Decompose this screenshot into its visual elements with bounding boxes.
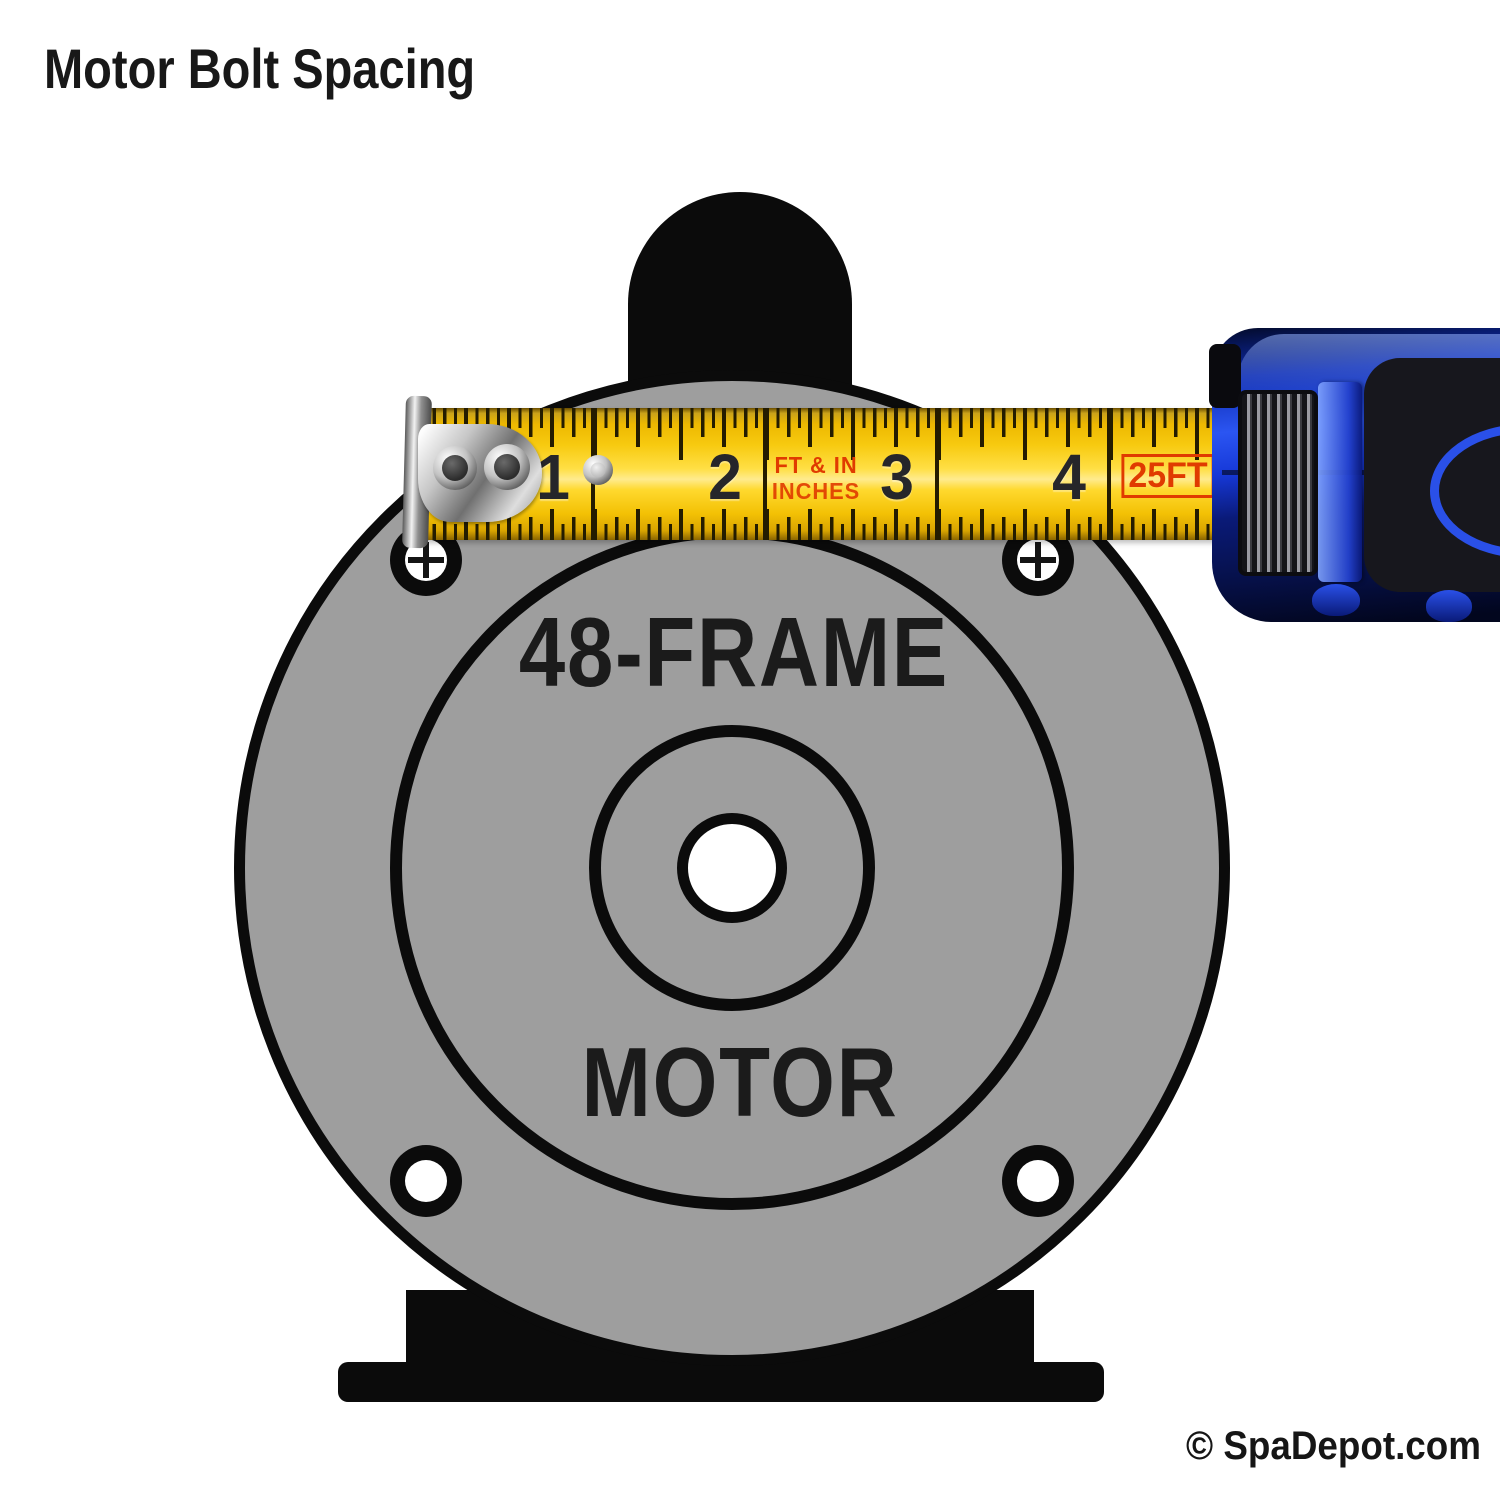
hook-rivet-icon [433,446,477,490]
bolt-hole-icon [405,1160,447,1202]
tape-unit-note-line1: FT & IN [774,452,858,478]
rivet-core [590,462,606,478]
tape-bottom-ticks-sixteenth [425,524,1220,540]
tape-number-3: 3 [880,441,914,513]
case-rubber-panel [1364,358,1500,592]
case-blue-clip [1318,382,1362,582]
tape-ticks-sixteenth-inch [425,408,1220,428]
blade-rivet-icon [583,455,613,485]
frame-size-label: 48-FRAME [518,597,950,707]
tape-number-4: 4 [1052,441,1086,513]
bolt-hole-bottom-right [1002,1145,1074,1217]
tape-unit-note-line2: INCHES [771,478,861,504]
tape-length-badge: 25FT [1121,454,1215,498]
bolt-hole-bottom-left [390,1145,462,1217]
tape-measure-blade: 1 2 3 4 FT & IN INCHES 25FT [425,408,1220,540]
hook-rivet-icon [484,444,530,490]
motor-shaft-hole [677,813,787,923]
case-foot [1312,584,1360,616]
rivet-core [494,454,520,480]
tape-measure-case [1209,328,1500,622]
tape-number-2: 2 [708,441,742,513]
case-foot [1426,590,1472,622]
page-title: Motor Bolt Spacing [44,37,476,100]
rivet-core [442,455,468,481]
copyright-credit: © SpaDepot.com [1186,1424,1481,1468]
screw-cross-icon [1017,539,1059,581]
case-grip-pad [1238,390,1318,576]
inch-mark-3 [935,408,939,540]
bolt-hole-icon [1017,1160,1059,1202]
inch-mark-2 [763,408,767,540]
case-corner-notch [1209,344,1241,408]
motor-base-bar [338,1362,1104,1402]
case-oval-ring [1430,424,1500,558]
motor-label: MOTOR [581,1027,899,1137]
inch-mark-4 [1107,408,1111,540]
